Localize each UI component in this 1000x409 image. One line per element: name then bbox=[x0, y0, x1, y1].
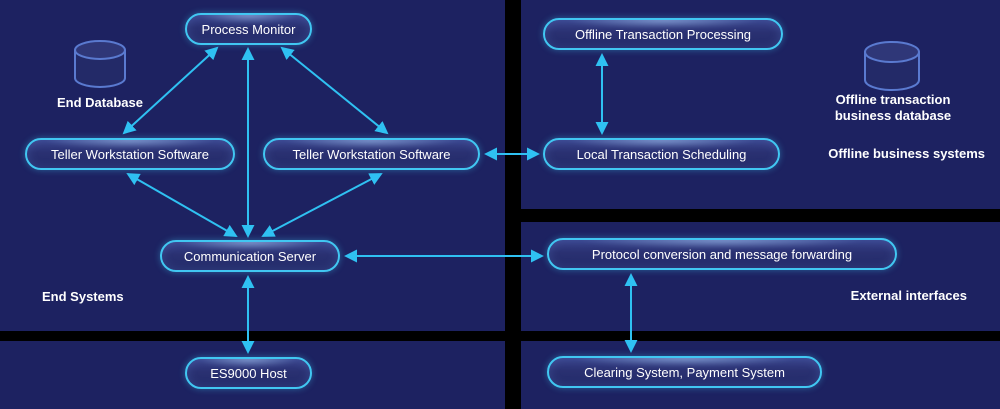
node-label: Teller Workstation Software bbox=[292, 146, 451, 162]
node-communication-server: Communication Server bbox=[160, 240, 340, 272]
node-label: Local Transaction Scheduling bbox=[576, 146, 747, 162]
node-label: Teller Workstation Software bbox=[51, 146, 209, 162]
node-protocol-conversion: Protocol conversion and message forwardi… bbox=[547, 238, 897, 270]
node-label: Clearing System, Payment System bbox=[584, 364, 785, 380]
offline-database-label: Offline transaction business database bbox=[818, 92, 968, 124]
node-teller-workstation-left: Teller Workstation Software bbox=[25, 138, 235, 170]
end-systems-label: End Systems bbox=[42, 289, 124, 304]
node-offline-transaction-processing: Offline Transaction Processing bbox=[543, 18, 783, 50]
end-database-label: End Database bbox=[57, 95, 143, 110]
node-clearing-payment-system: Clearing System, Payment System bbox=[547, 356, 822, 388]
offline-business-systems-label: Offline business systems bbox=[828, 146, 985, 161]
node-label: ES9000 Host bbox=[210, 365, 287, 381]
node-local-transaction-scheduling: Local Transaction Scheduling bbox=[543, 138, 780, 170]
node-process-monitor: Process Monitor bbox=[185, 13, 312, 45]
node-label: Process Monitor bbox=[201, 21, 296, 37]
offline-database-label-line1: Offline transaction bbox=[835, 92, 951, 107]
node-label: Protocol conversion and message forwardi… bbox=[591, 246, 853, 262]
node-label: Offline Transaction Processing bbox=[574, 26, 752, 42]
offline-database-label-line2: business database bbox=[834, 108, 952, 123]
external-interfaces-label: External interfaces bbox=[850, 288, 967, 303]
node-label: Communication Server bbox=[183, 248, 317, 264]
node-teller-workstation-right: Teller Workstation Software bbox=[263, 138, 480, 170]
node-es9000-host: ES9000 Host bbox=[185, 357, 312, 389]
